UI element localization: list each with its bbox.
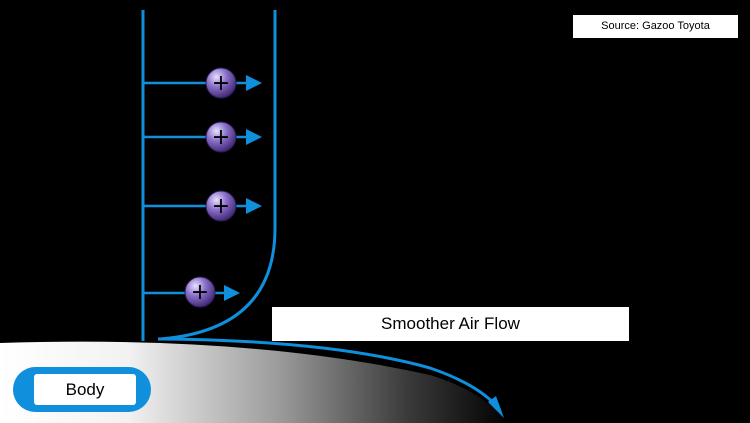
body-badge: Body: [13, 367, 151, 412]
profile-right-curve: [159, 10, 277, 341]
flow-arrowhead-2: [246, 129, 262, 145]
smooth-flow-line: [157, 337, 502, 411]
ion-plus-symbol: +: [191, 280, 209, 305]
positive-ion: +: [184, 276, 216, 308]
body-label: Body: [34, 374, 136, 405]
flow-arrowhead-3: [246, 198, 262, 214]
positive-ion: +: [205, 121, 237, 153]
ion-plus-symbol: +: [212, 194, 230, 219]
ion-plus-symbol: +: [212, 125, 230, 150]
smooth-flow-arrowhead: [488, 396, 504, 418]
flow-arrowhead-1: [246, 75, 262, 91]
source-label: Source: Gazoo Toyota: [573, 15, 738, 38]
ion-plus-symbol: +: [212, 71, 230, 96]
smoother-air-flow-label: Smoother Air Flow: [272, 307, 629, 341]
flow-arrowhead-4: [224, 285, 240, 301]
positive-ion: +: [205, 190, 237, 222]
positive-ion: +: [205, 67, 237, 99]
